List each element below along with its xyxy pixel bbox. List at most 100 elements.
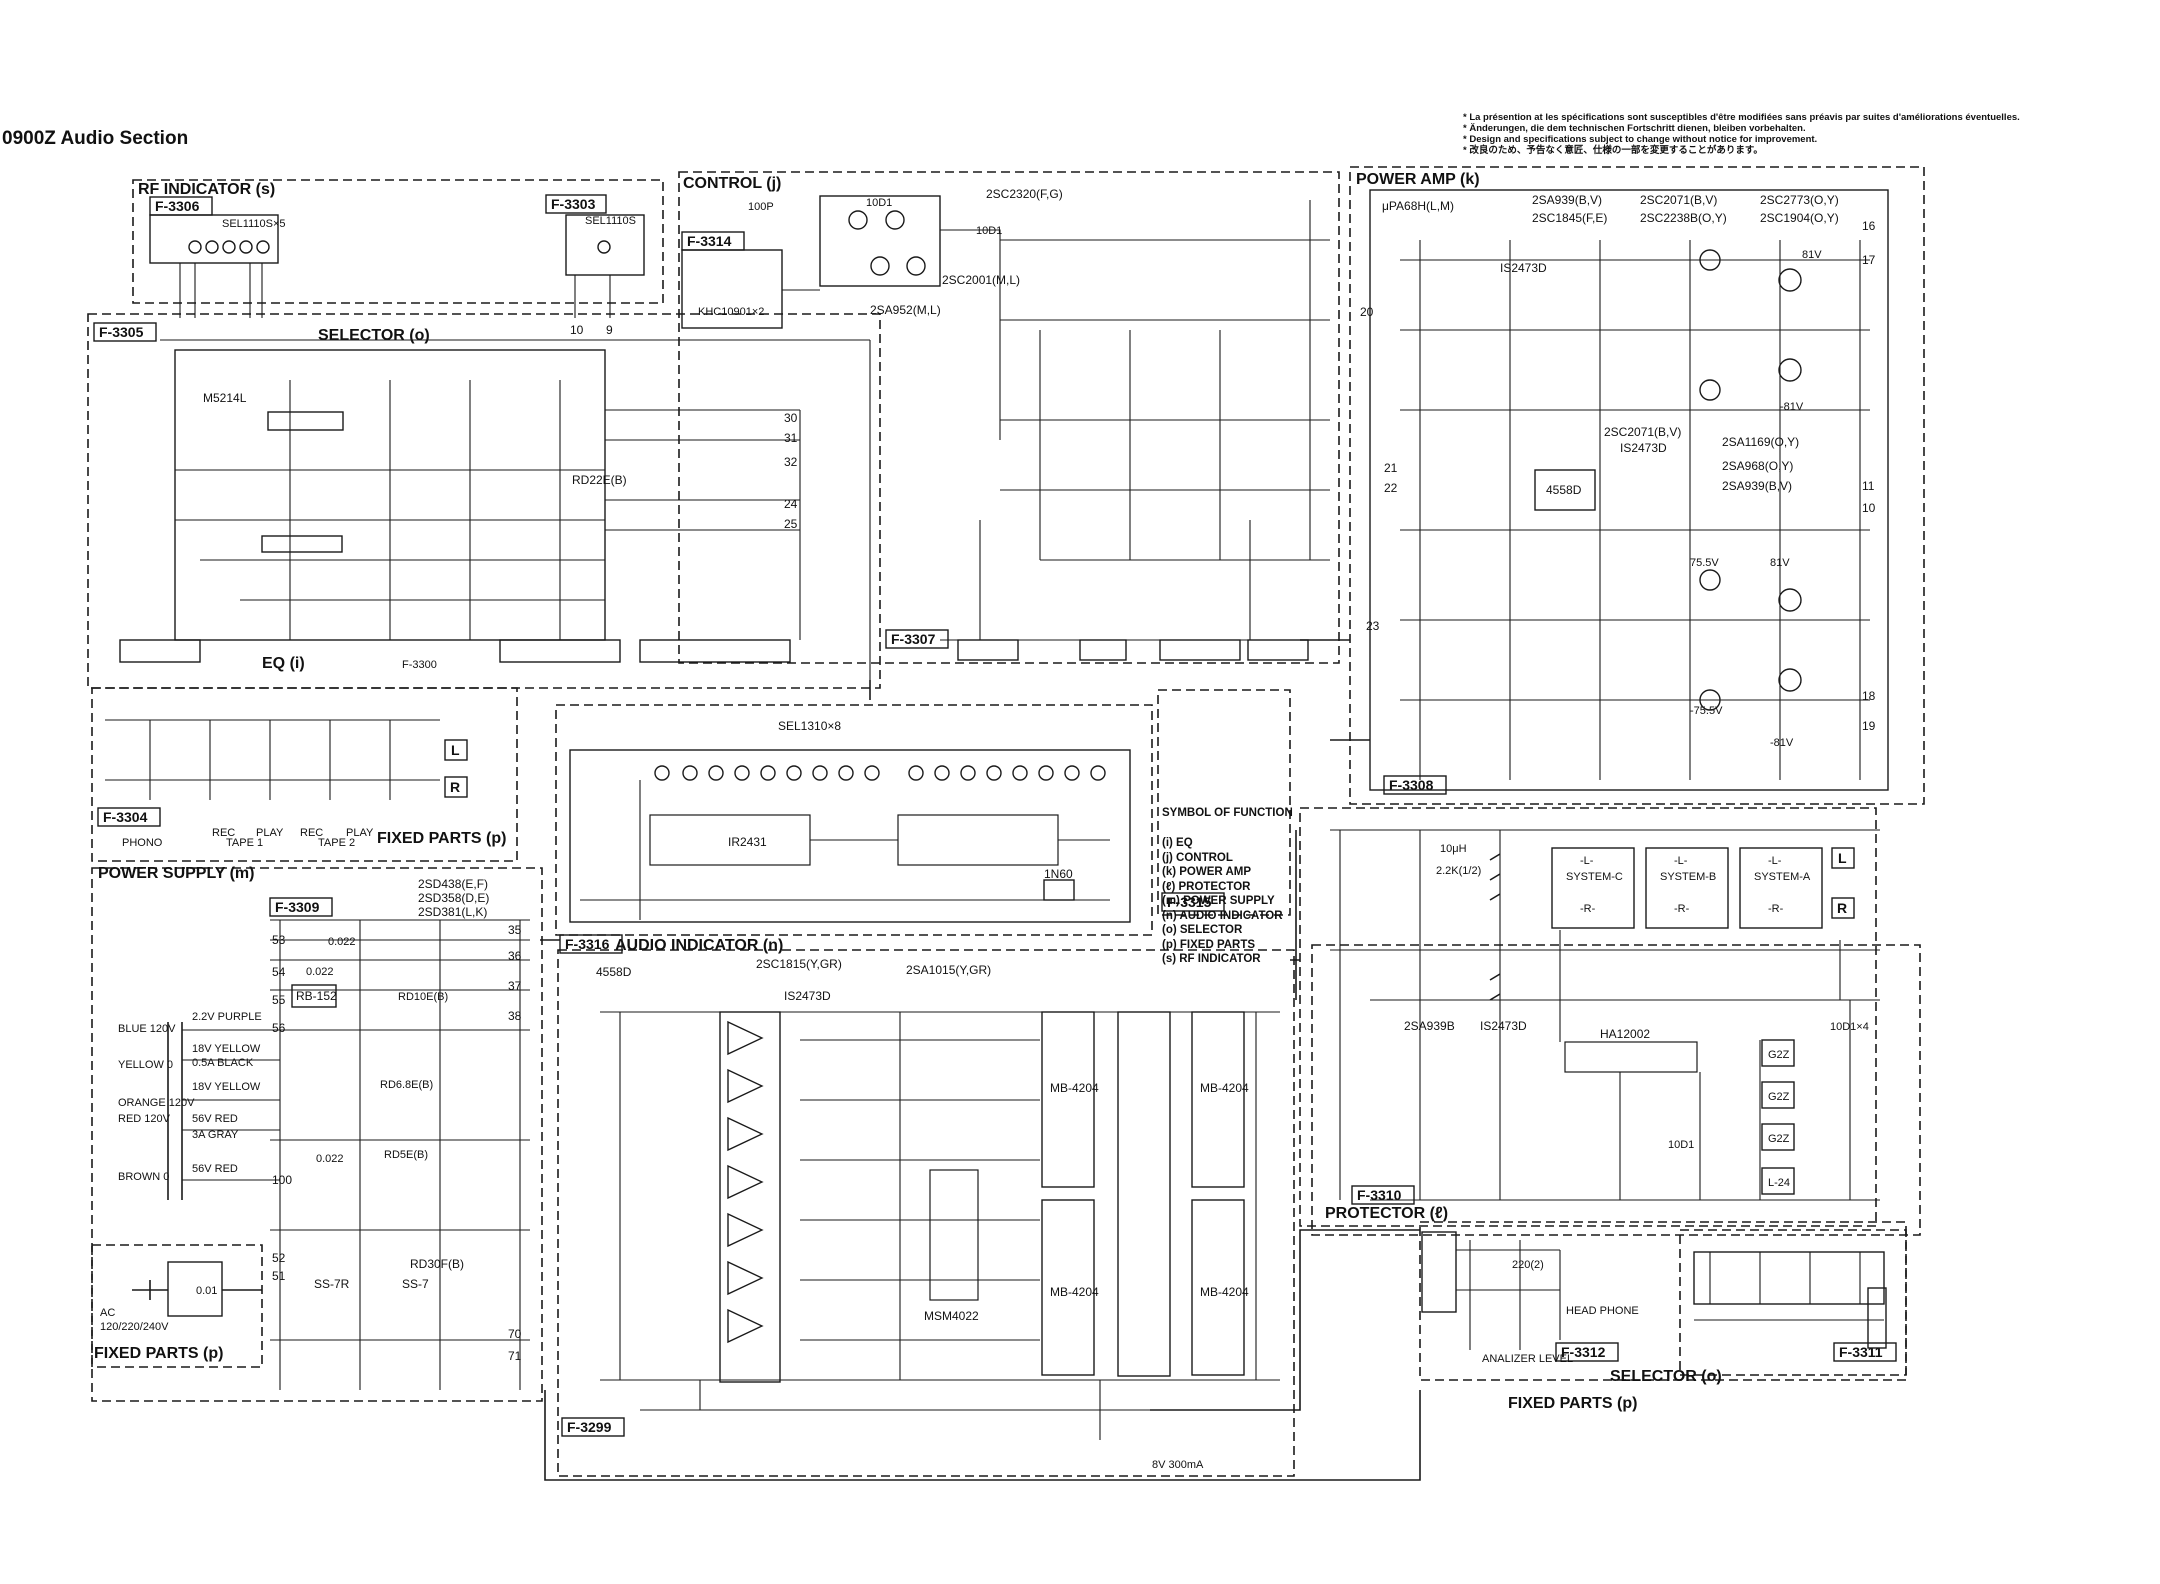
ai-ic2-body — [897, 814, 1059, 866]
ai-lamp: 8V 300mA — [1152, 1459, 1204, 1471]
pa-output-transistor — [1778, 668, 1802, 692]
ai-diode-pair: 1N60 — [1044, 867, 1073, 881]
ai-mb3-body — [1041, 1199, 1095, 1376]
ai-opamp-column-left — [719, 1011, 781, 1383]
ch-l-label: L — [451, 742, 460, 758]
out-l-label: L — [1838, 850, 1847, 866]
board-tag-frame — [1383, 775, 1447, 795]
ps-wire: 56V RED — [192, 1163, 238, 1175]
pa-tr7: 2SC2071(B,V) — [1604, 425, 1681, 439]
out-r-box — [1831, 897, 1855, 919]
pin-label: 9 — [606, 323, 613, 337]
pa-tr1: 2SA939(B,V) — [1532, 193, 1602, 207]
control-outline — [678, 171, 1340, 664]
ps-zd2: RD6.8E(B) — [380, 1079, 433, 1091]
protector-diode: IS2473D — [1480, 1019, 1527, 1033]
control-q3-part: 2SA952(M,L) — [870, 303, 941, 317]
label-protector: PROTECTOR (ℓ) — [1325, 1205, 1448, 1222]
pin-label: 51 — [272, 1269, 286, 1283]
fixed-parts-top-outline — [91, 687, 518, 862]
ps-cap: 0.022 — [328, 936, 356, 948]
pa-ic: 4558D — [1546, 483, 1582, 497]
board-f3311: F-3311 — [1839, 1344, 1883, 1360]
pin-label: 71 — [508, 1349, 522, 1363]
control-transistor-b — [885, 210, 905, 230]
ch-l-box — [444, 739, 468, 761]
board-f3300: F-3300 — [402, 659, 437, 671]
ai-led-row — [654, 765, 1106, 781]
speaker-c-l: -L- — [1580, 855, 1594, 867]
pa-tr8: 2SA1169(O,Y) — [1722, 435, 1799, 449]
ps-q3-part: 2SD381(L,K) — [418, 905, 487, 919]
symbol-legend: SYMBOL OF FUNCTION (i) EQ (j) CONTROL (k… — [1162, 807, 1293, 965]
ps-wire: ORANGE 120V — [118, 1097, 195, 1109]
ai-ic1-body — [649, 814, 811, 866]
speaker-c-label: SYSTEM-C — [1566, 871, 1623, 883]
board-tag-frame — [269, 897, 333, 917]
ai-led — [986, 765, 1002, 781]
hp-connector — [1421, 1231, 1457, 1313]
relay-label: G2Z — [1768, 1133, 1790, 1145]
pa-vneg-lower: -81V — [1770, 737, 1794, 749]
section-outlines — [87, 166, 1925, 1477]
legend-item: (m) POWER SUPPLY — [1162, 895, 1275, 907]
relay-label: G2Z — [1768, 1091, 1790, 1103]
selector-eq-outline — [87, 313, 881, 689]
legend-item: (s) RF INDICATOR — [1162, 953, 1261, 965]
out-r-label: R — [1837, 900, 1847, 916]
ai-mb1-part: MB-4204 — [1050, 1081, 1099, 1095]
hp-res: 220(2) — [1512, 1259, 1544, 1271]
board-f3308: F-3308 — [1389, 777, 1434, 793]
speaker-b-label: SYSTEM-B — [1660, 871, 1716, 883]
control-connector-a — [1159, 639, 1241, 661]
control-transistor-c — [870, 256, 890, 276]
pin-label: 32 — [784, 455, 798, 469]
pa-fet-part: μPA68H(L,M) — [1382, 199, 1454, 213]
ai-mb2-body — [1191, 1011, 1245, 1188]
power-amp-inner-box — [1369, 189, 1889, 791]
ai-led — [1090, 765, 1106, 781]
ps-q1-part: 2SD438(E,F) — [418, 877, 488, 891]
ps-wire: 18V YELLOW — [192, 1081, 261, 1093]
ps-q2-part: 2SD358(D,E) — [418, 891, 489, 905]
ac-label: AC — [100, 1307, 115, 1319]
pa-diode: IS2473D — [1500, 261, 1547, 275]
speaker-c-box — [1551, 847, 1635, 929]
pin-label: 21 — [1384, 461, 1398, 475]
speaker-a-label: SYSTEM-A — [1754, 871, 1811, 883]
ai-mb1-body — [1041, 1011, 1095, 1188]
note-french: * La présention at les spécifications so… — [1463, 112, 2020, 123]
board-f3316: F-3316 — [565, 936, 610, 952]
pin-label: 55 — [272, 993, 286, 1007]
f3311-outline — [1679, 1229, 1907, 1376]
selector-pin-labels: 30 31 32 24 25 10 9 — [570, 323, 798, 531]
control-jack-part: KHC10901×2 — [698, 306, 764, 318]
control-input-block — [681, 249, 783, 329]
rf-single-led-board — [565, 214, 645, 276]
ai-mb-block-1: MB-4204 — [1041, 1011, 1099, 1188]
board-tag-frame — [885, 629, 949, 649]
fixed-parts-top-section: L R PHONO REC PLAY TAPE 1 REC TAPE 2 PLA… — [105, 719, 468, 849]
control-transistor-d — [906, 256, 926, 276]
selector-eq-section: M5214L RD22E(B) 30 31 32 24 25 10 9 — [119, 323, 871, 680]
ai-led — [908, 765, 924, 781]
relay-label: G2Z — [1768, 1049, 1790, 1061]
ps-wire: RED 120V — [118, 1113, 171, 1125]
control-q2-part: 2SC2001(M,L) — [942, 273, 1020, 287]
pa-tr4: 2SC1845(F,E) — [1532, 211, 1607, 225]
board-tag-frame — [93, 322, 157, 342]
fixed-rec-2: REC — [300, 827, 323, 839]
board-f3312: F-3312 — [1561, 1344, 1606, 1360]
ai-led — [1012, 765, 1028, 781]
rf-led-2 — [205, 240, 219, 254]
control-cap-label: 100P — [748, 201, 774, 213]
selector-switch-bank — [1693, 1251, 1885, 1305]
pin-label: 30 — [784, 411, 798, 425]
protector-res: 2.2K(1/2) — [1436, 865, 1481, 877]
power-supply-section: 2SD438(E,F) 2SD358(D,E) 2SD381(L,K) RB-1… — [118, 877, 530, 1390]
protector-ic-body — [1564, 1041, 1698, 1073]
pin-label: 10 — [1862, 501, 1876, 515]
fixed-play-1: PLAY — [256, 827, 284, 839]
pa-output-transistors — [1699, 249, 1802, 711]
